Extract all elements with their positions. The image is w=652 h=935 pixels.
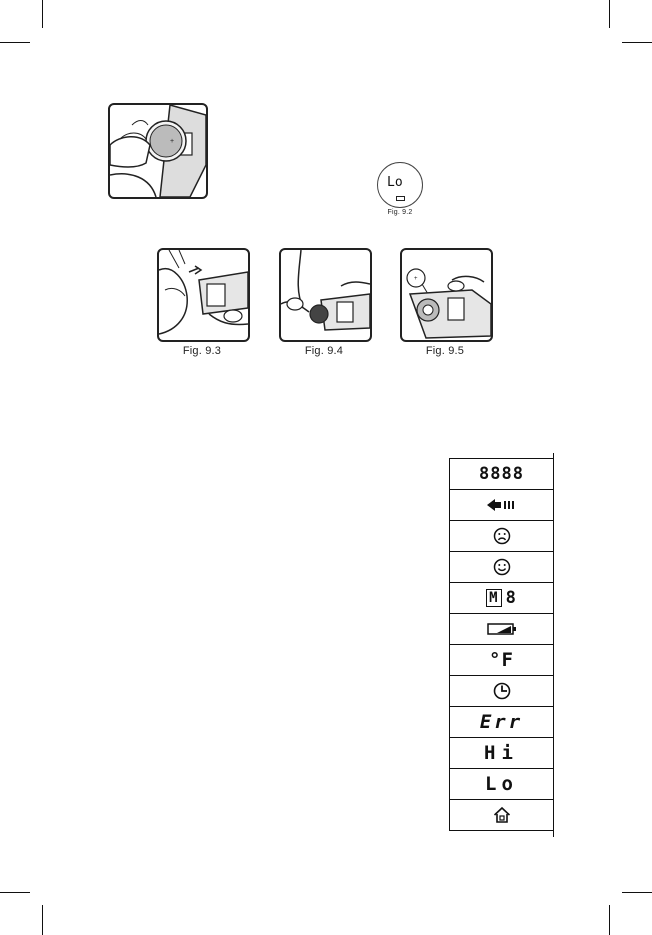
figure-caption-9-5: Fig. 9.5 xyxy=(407,345,483,357)
lcd-display-text: Lo xyxy=(387,175,403,190)
hand-battery-icon: + xyxy=(110,105,206,197)
memory-icon: M 8 xyxy=(486,588,517,608)
figure-caption-9-3: Fig. 9.3 xyxy=(164,345,240,357)
table-row xyxy=(449,676,554,707)
crop-mark xyxy=(0,42,30,43)
low-icon: Lo xyxy=(485,773,518,795)
svg-text:+: + xyxy=(414,276,418,282)
table-row: M 8 xyxy=(449,583,554,614)
crop-mark xyxy=(42,905,43,935)
figure-9-3-illustration xyxy=(157,248,250,342)
digits-8888-icon: 8888 xyxy=(479,464,524,484)
table-row xyxy=(449,614,554,645)
table-row: Hi xyxy=(449,738,554,769)
crop-mark xyxy=(42,0,43,28)
figure-caption-9-4: Fig. 9.4 xyxy=(286,345,362,357)
error-icon: Err xyxy=(480,711,523,733)
battery-insert-illustration: + xyxy=(108,103,208,199)
high-icon: Hi xyxy=(484,742,519,764)
lcd-symbol-table: 8888 M 8 xyxy=(449,458,554,831)
crop-mark xyxy=(622,42,652,43)
fahrenheit-icon: °F xyxy=(489,649,514,671)
table-row xyxy=(449,490,554,521)
table-row xyxy=(449,800,554,830)
crop-mark xyxy=(609,0,610,28)
table-row: Err xyxy=(449,707,554,738)
table-row: Lo xyxy=(449,769,554,800)
smiley-face-icon xyxy=(493,558,511,576)
battery-remove-icon xyxy=(281,250,370,340)
table-row: °F xyxy=(449,645,554,676)
arrow-left-bars-icon xyxy=(487,498,517,512)
figure-9-4-illustration xyxy=(279,248,372,342)
battery-mini-icon xyxy=(396,196,405,201)
figure-caption-9-2: Fig. 9.2 xyxy=(383,209,417,216)
battery-low-icon xyxy=(487,623,517,635)
sad-face-icon xyxy=(493,527,511,545)
crop-mark xyxy=(622,892,652,893)
memory-m-label: M xyxy=(486,589,501,607)
memory-digit-label: 8 xyxy=(506,588,517,608)
house-icon xyxy=(493,806,511,824)
crop-mark xyxy=(0,892,30,893)
figure-9-5-illustration: + xyxy=(400,248,493,342)
crop-mark xyxy=(609,905,610,935)
hand-cover-icon xyxy=(159,250,248,340)
table-row xyxy=(449,552,554,583)
table-row: 8888 xyxy=(449,459,554,490)
svg-text:+: + xyxy=(170,138,174,145)
battery-replace-icon: + xyxy=(402,250,491,340)
clock-icon xyxy=(493,682,511,700)
table-row xyxy=(449,521,554,552)
